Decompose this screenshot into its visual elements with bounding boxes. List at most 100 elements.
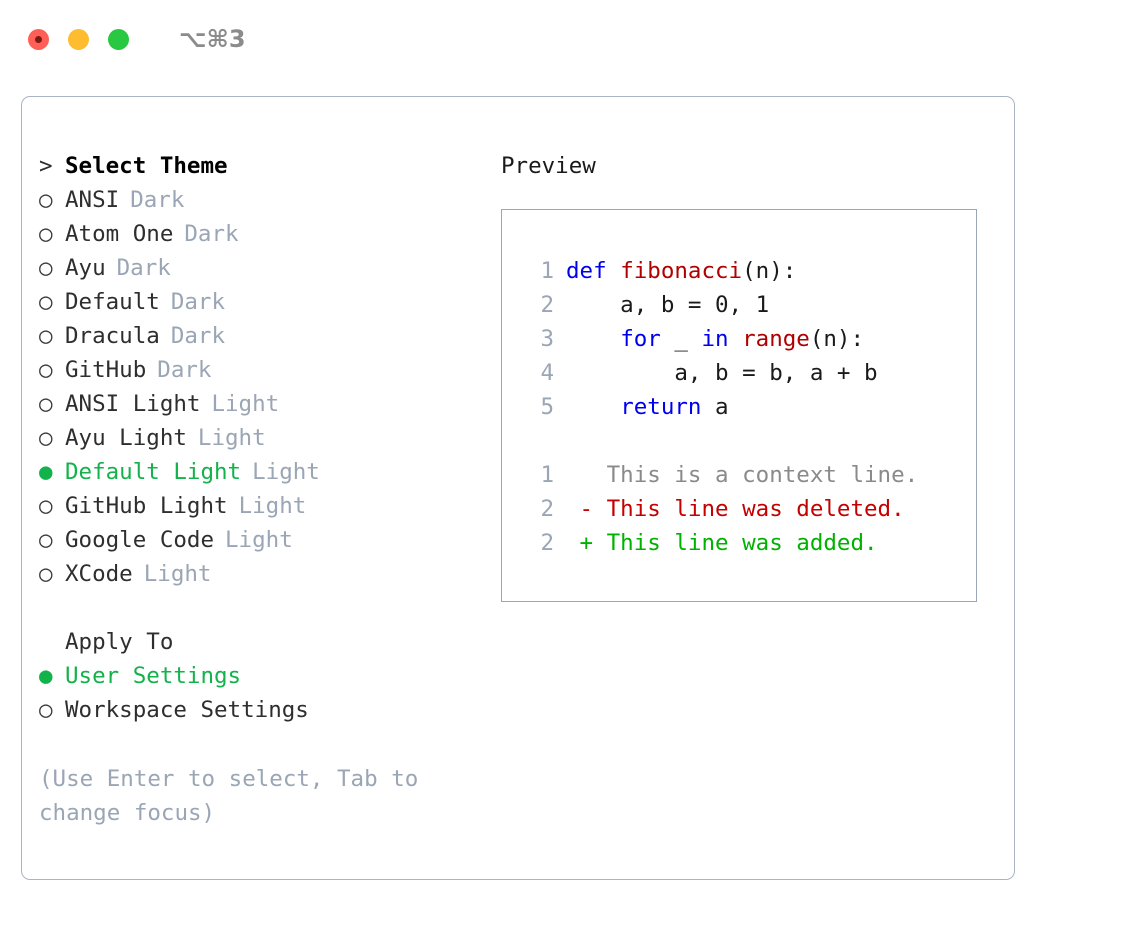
code-token: (n):	[742, 258, 797, 284]
theme-name: ANSI	[65, 187, 120, 213]
theme-variant-tag: Light	[238, 493, 307, 519]
theme-variant-tag: Dark	[130, 187, 185, 213]
line-number: 1	[540, 462, 554, 488]
select-theme-header: > Select Theme	[39, 149, 469, 183]
theme-list-item[interactable]: ○ ANSI Dark	[39, 183, 469, 217]
code-token: for	[620, 326, 661, 352]
keyboard-hint-text: (Use Enter to select, Tab to change focu…	[39, 766, 432, 826]
code-token: def	[566, 258, 621, 284]
apply-to-option[interactable]: ○ Workspace Settings	[39, 693, 469, 727]
theme-list-item[interactable]: ○ XCode Light	[39, 557, 469, 591]
radio-unselected-icon[interactable]: ○	[39, 561, 53, 587]
line-number: 4	[540, 360, 554, 386]
code-line-text: + This line was added.	[566, 526, 878, 560]
theme-variant-tag: Dark	[170, 289, 226, 315]
close-button-inner-dot	[35, 35, 42, 43]
theme-name: GitHub	[65, 357, 147, 383]
radio-selected-icon[interactable]: ●	[39, 459, 53, 485]
theme-variant-tag: Light	[225, 527, 293, 553]
code-line-text: for _ in range(n):	[566, 322, 864, 356]
code-token: + This line was added.	[566, 530, 878, 556]
code-token: a	[701, 394, 729, 420]
apply-to-bullet-placeholder: ○	[39, 625, 65, 659]
radio-unselected-icon[interactable]: ○	[39, 255, 53, 281]
theme-list-item[interactable]: ○ GitHub Light Light	[39, 489, 469, 523]
theme-variant-tag: Dark	[184, 221, 239, 247]
code-diff-separator	[522, 424, 976, 458]
code-token: fibonacci	[620, 258, 743, 284]
diff-line: 1 This is a context line.	[522, 458, 976, 492]
code-line: 5 return a	[522, 390, 976, 424]
radio-unselected-icon[interactable]: ○	[39, 527, 53, 553]
code-token: in	[701, 326, 729, 352]
theme-variant-tag: Light	[143, 561, 212, 587]
apply-to-option[interactable]: ● User Settings	[39, 659, 469, 693]
theme-name: XCode	[65, 561, 133, 587]
line-number: 2	[540, 292, 554, 318]
code-token	[566, 394, 620, 420]
theme-list-item[interactable]: ○ Google Code Light	[39, 523, 469, 557]
radio-unselected-icon[interactable]: ○	[39, 697, 53, 723]
code-line-text: - This line was deleted.	[566, 492, 905, 526]
radio-unselected-icon[interactable]: ○	[39, 187, 53, 213]
line-number: 1	[540, 258, 554, 284]
diff-line: 2 - This line was deleted.	[522, 492, 976, 526]
apply-to-title: Apply To	[65, 629, 174, 655]
code-token: _	[660, 326, 702, 352]
radio-unselected-icon[interactable]: ○	[39, 323, 53, 349]
code-line: 1 def fibonacci(n):	[522, 254, 976, 288]
list-spacer	[39, 591, 469, 625]
preview-title: Preview	[501, 153, 596, 179]
theme-name: GitHub Light	[65, 493, 228, 519]
theme-variant-tag: Dark	[170, 323, 226, 349]
code-line-text: a, b = b, a + b	[566, 356, 878, 390]
radio-unselected-icon[interactable]: ○	[39, 289, 53, 315]
code-line-text: This is a context line.	[566, 458, 919, 492]
radio-unselected-icon[interactable]: ○	[39, 493, 53, 519]
code-token: return	[620, 394, 702, 420]
minimize-button-icon[interactable]	[68, 28, 89, 50]
theme-name: Google Code	[65, 527, 215, 553]
radio-unselected-icon[interactable]: ○	[39, 391, 53, 417]
code-token: a, b = 0, 1	[566, 292, 770, 318]
radio-unselected-icon[interactable]: ○	[39, 221, 53, 247]
radio-unselected-icon[interactable]: ○	[39, 425, 53, 451]
keyboard-shortcut-label: ⌥⌘3	[179, 25, 246, 53]
code-line: 4 a, b = b, a + b	[522, 356, 976, 390]
code-token: - This line was deleted.	[566, 496, 905, 522]
code-token: a, b = b, a + b	[566, 360, 878, 386]
theme-variant-tag: Light	[252, 459, 320, 485]
code-token: This is a context line.	[566, 462, 919, 488]
code-token	[566, 326, 620, 352]
code-token: (n):	[809, 326, 865, 352]
line-number: 2	[540, 496, 554, 522]
code-token	[729, 326, 743, 352]
title-bar: ⌥⌘3	[0, 0, 1140, 78]
select-theme-title: Select Theme	[65, 153, 228, 179]
apply-to-option-label: User Settings	[65, 663, 242, 689]
apply-to-list: ● User Settings ○ Workspace Settings	[39, 659, 469, 727]
code-line-text: a, b = 0, 1	[566, 288, 769, 322]
apply-to-option-label: Workspace Settings	[65, 697, 309, 723]
maximize-button-icon[interactable]	[108, 28, 129, 50]
code-line: 2 a, b = 0, 1	[522, 288, 976, 322]
line-number: 5	[540, 394, 554, 420]
radio-unselected-icon[interactable]: ○	[39, 357, 53, 383]
apply-to-header: ○ Apply To	[39, 625, 469, 659]
close-button-icon[interactable]	[28, 28, 49, 50]
radio-selected-icon[interactable]: ●	[39, 663, 53, 689]
theme-variant-tag: Dark	[116, 255, 171, 281]
